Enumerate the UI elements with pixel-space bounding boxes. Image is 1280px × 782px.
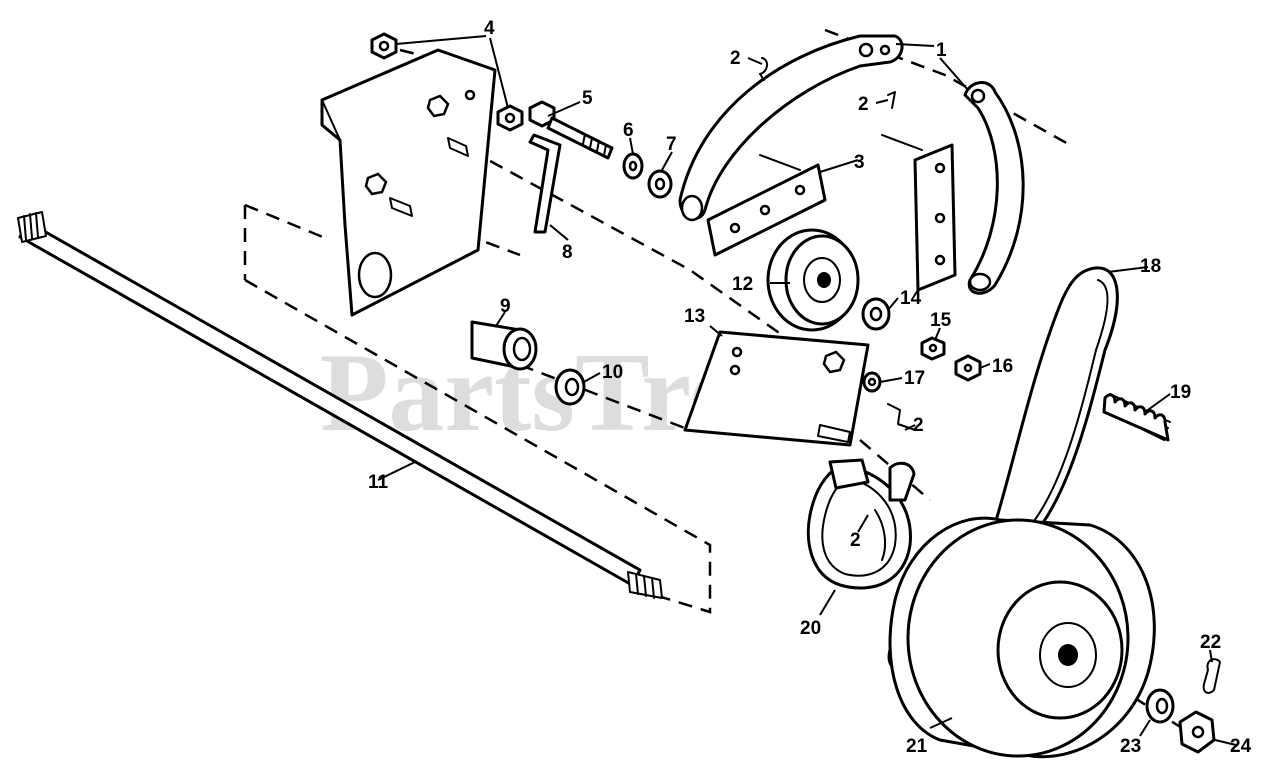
callout-4: 4 (484, 18, 495, 39)
side-plate (320, 48, 497, 317)
callout-5: 5 (582, 88, 593, 109)
callout-12: 12 (732, 274, 753, 295)
callout-14: 14 (900, 288, 922, 309)
callout-22: 22 (1200, 632, 1221, 653)
callout-2: 2 (913, 415, 924, 436)
pulley (766, 228, 860, 332)
lock-washer (862, 371, 882, 393)
callout-2: 2 (730, 48, 741, 69)
callout-17: 17 (904, 368, 925, 389)
callout-3: 3 (854, 152, 865, 173)
bolt (528, 100, 614, 160)
callout-13: 13 (684, 306, 705, 327)
callout-8: 8 (562, 242, 573, 263)
callout-24: 24 (1230, 736, 1252, 757)
callout-1: 1 (936, 40, 947, 61)
brake-plate (683, 330, 870, 447)
callout-2: 2 (850, 530, 861, 551)
washer (554, 368, 586, 406)
bent-rod (528, 133, 562, 234)
callout-6: 6 (623, 120, 634, 141)
hex-nut-15 (920, 336, 946, 361)
callout-23: 23 (1120, 736, 1141, 757)
hex-nut-4 (370, 32, 524, 132)
brake-band (806, 458, 916, 590)
spacer (647, 169, 673, 199)
leader-lines (377, 35, 1237, 746)
callout-10: 10 (602, 362, 623, 383)
bearing (861, 297, 891, 331)
callout-7: 7 (666, 134, 677, 155)
spring (1102, 393, 1171, 442)
callout-9: 9 (500, 296, 511, 317)
idler-arm (678, 34, 1025, 295)
callout-19: 19 (1170, 382, 1191, 403)
callout-21: 21 (906, 736, 928, 757)
callout-18: 18 (1140, 256, 1161, 277)
callout-11: 11 (368, 472, 389, 493)
plate-hole (357, 251, 393, 299)
callout-16: 16 (992, 356, 1013, 377)
axle-shaft (17, 211, 663, 599)
wheel (888, 516, 1156, 759)
callout-20: 20 (800, 618, 821, 639)
bushing (470, 320, 538, 371)
plate-nut (364, 172, 388, 196)
hex-nut-16 (954, 354, 982, 382)
callout-labels: 1 2 2 2 2 3 4 5 6 7 8 9 10 11 12 13 14 1… (368, 18, 1252, 757)
cotter-pin (1202, 658, 1221, 694)
bracket (706, 134, 957, 292)
castle-nut (1178, 710, 1216, 754)
callout-15: 15 (930, 310, 952, 331)
plate-nut (426, 94, 450, 118)
washer (622, 152, 644, 180)
washer (1145, 688, 1175, 724)
callout-2: 2 (858, 94, 869, 115)
